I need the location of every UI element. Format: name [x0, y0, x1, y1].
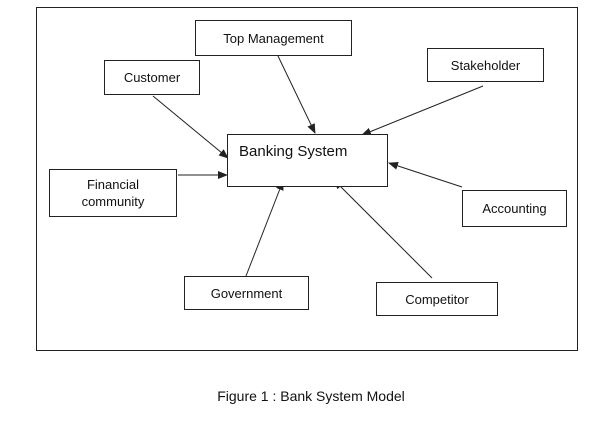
arrow-customer [152, 95, 229, 159]
banking-system-box: Banking System [227, 134, 388, 187]
customer-label: Customer [123, 70, 181, 85]
figure-caption: Figure 1 : Bank System Model [217, 388, 405, 404]
banking-system-label: Banking System [239, 143, 348, 160]
stakeholder-label: Stakeholder [450, 57, 521, 73]
stakeholder-box: Stakeholder [427, 48, 544, 82]
diagram-frame [36, 7, 578, 351]
financial-community-box: Financial community [49, 169, 177, 217]
top-management-box: Top Management [195, 20, 352, 56]
government-box: Government [184, 276, 309, 310]
top-management-label: Top Management [223, 30, 324, 46]
arrow-government [245, 180, 284, 277]
arrow-accounting [388, 162, 463, 188]
arrow-competitor [333, 179, 433, 279]
accounting-label: Accounting [482, 201, 547, 216]
arrow-stakeholder [361, 85, 484, 136]
customer-box: Customer [104, 60, 200, 95]
competitor-label: Competitor [405, 291, 469, 307]
accounting-box: Accounting [462, 190, 567, 227]
arrow-top-management [277, 55, 316, 134]
government-label: Government [210, 285, 283, 301]
financial-community-label: Financial community [81, 177, 145, 209]
competitor-box: Competitor [376, 282, 498, 316]
